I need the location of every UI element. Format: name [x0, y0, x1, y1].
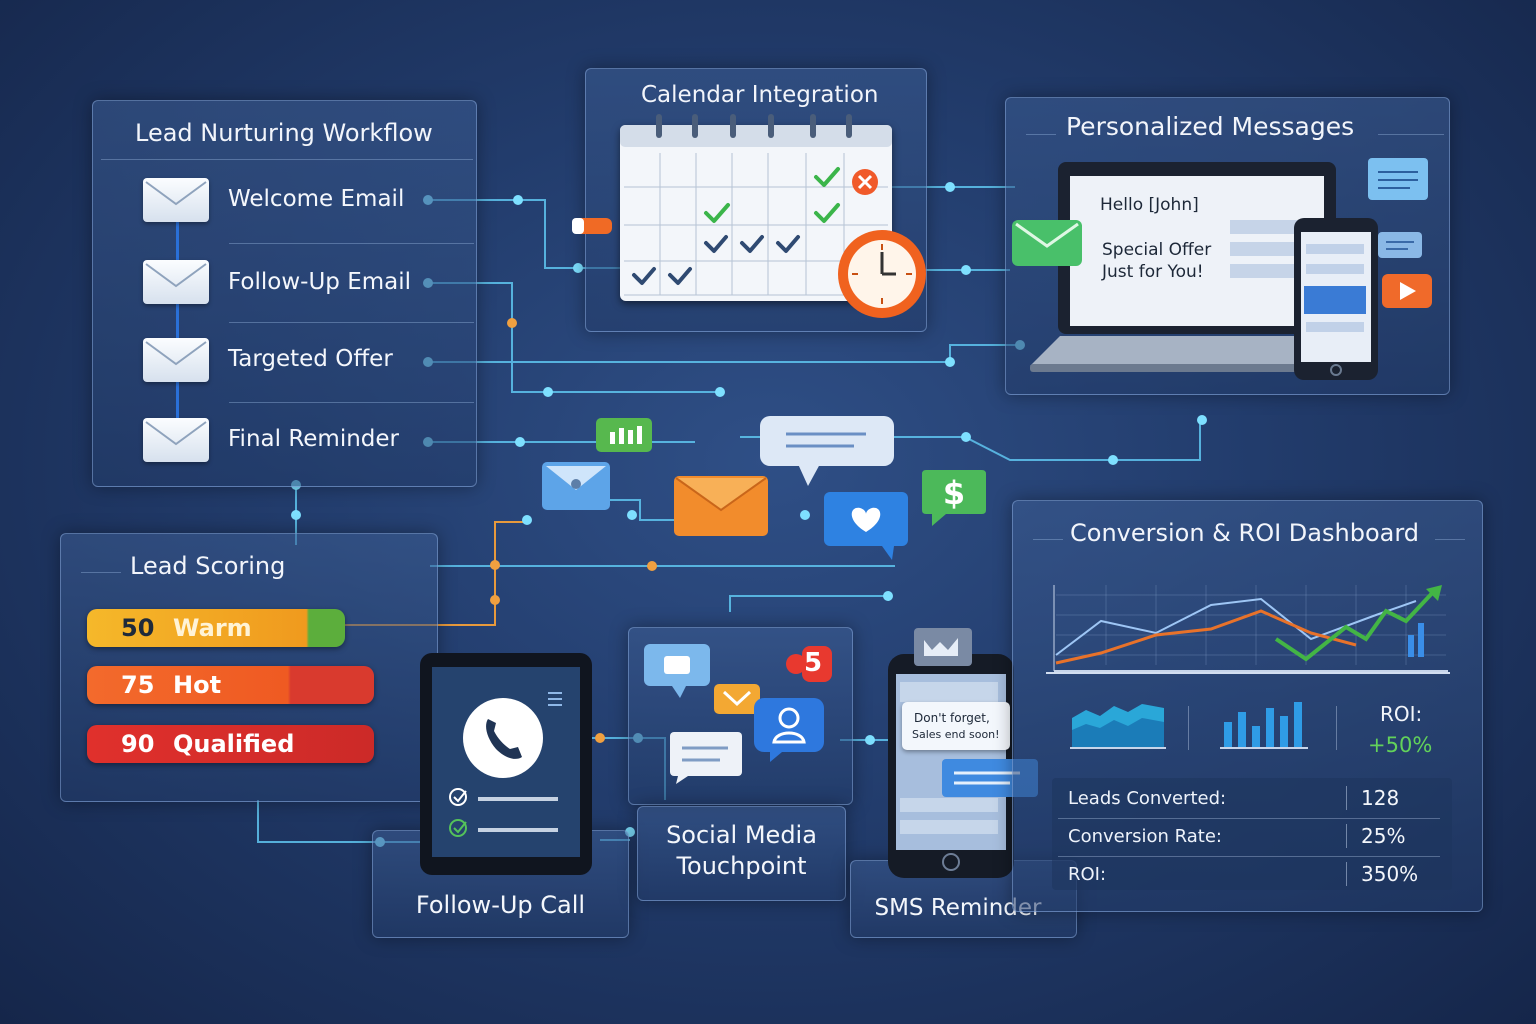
notification-badge-icon — [786, 646, 832, 682]
followup-call-title: Follow-Up Call — [415, 891, 586, 919]
dashboard-title: Conversion & ROI Dashboard — [1070, 519, 1420, 547]
heart-bubble-icon — [824, 492, 908, 560]
metric-conversion-key: Conversion Rate: — [1068, 826, 1222, 847]
social-media-panel: Social Media Touchpoint — [637, 806, 846, 901]
workflow-step-reminder: Final Reminder — [228, 426, 399, 452]
trend-chart-icon — [1053, 585, 1448, 672]
score-bar-qualified: 90 Qualified — [87, 725, 374, 763]
sms-bubble-line1: Don't forget, — [914, 711, 990, 725]
metric-roi-value: 350% — [1361, 862, 1419, 886]
score-bar-hot: 75 Hot — [87, 666, 374, 704]
sms-header-icon — [914, 628, 972, 666]
speech-bubble-icon — [760, 416, 894, 486]
notification-count: 5 — [804, 648, 823, 678]
calendar-rings-icon — [656, 114, 852, 138]
metric-leads-key: Leads Converted: — [1068, 788, 1227, 809]
chart-message-icon — [596, 418, 652, 452]
workflow-title: Lead Nurturing Workflow — [135, 119, 433, 147]
social-envelope-icon — [714, 684, 760, 714]
comment-bubble-icon — [670, 732, 742, 784]
social-title-line2: Touchpoint — [676, 852, 807, 880]
score-bar-warm: 50 Warm — [87, 609, 345, 647]
roi-value: +50% — [1368, 733, 1433, 757]
workflow-step-offer: Targeted Offer — [228, 346, 393, 372]
score-qualified-label: Qualified — [173, 730, 295, 758]
final-reminder-icon — [143, 418, 209, 462]
social-chat-icon — [644, 644, 710, 698]
welcome-email-icon — [143, 178, 209, 222]
orange-envelope-icon — [674, 476, 768, 536]
message-offer-line2: Just for You! — [1102, 262, 1204, 282]
tablet-phone-icon — [420, 653, 592, 875]
metrics-table — [1052, 778, 1452, 890]
chat-bubble-icon — [1368, 158, 1428, 200]
score-warm-label: Warm — [173, 614, 252, 642]
video-message-icon — [1382, 274, 1432, 308]
score-warm-value: 50 — [121, 614, 155, 642]
green-message-icon — [1012, 220, 1082, 266]
metric-leads-value: 128 — [1361, 786, 1400, 810]
calendar-title: Calendar Integration — [641, 82, 879, 108]
workflow-step-welcome: Welcome Email — [228, 186, 405, 212]
workflow-step-followup: Follow-Up Email — [228, 269, 412, 295]
message-greeting: Hello [John] — [1100, 195, 1199, 215]
heart-envelope-icon — [542, 462, 610, 510]
smartphone-icon — [1294, 218, 1378, 380]
roi-label: ROI: — [1380, 702, 1423, 726]
followup-email-icon — [143, 260, 209, 304]
bar-chart-icon — [1220, 702, 1308, 749]
targeted-offer-icon — [143, 338, 209, 382]
score-hot-label: Hot — [173, 671, 222, 699]
laptop-icon — [1030, 162, 1350, 372]
clock-icon — [838, 230, 926, 318]
metric-row-conversion: Conversion Rate: 25% — [1058, 818, 1440, 857]
svg-text:$: $ — [943, 474, 965, 512]
metric-roi-key: ROI: — [1068, 864, 1107, 885]
metric-conversion-value: 25% — [1361, 824, 1406, 848]
personalized-title: Personalized Messages — [1066, 112, 1355, 141]
area-chart-icon — [1070, 704, 1166, 749]
social-title-line1: Social Media — [666, 821, 817, 849]
small-chat-icon — [1378, 232, 1422, 258]
profile-icon — [754, 698, 824, 762]
lead-scoring-title: Lead Scoring — [130, 552, 286, 580]
dollar-bubble-icon: $ — [922, 470, 986, 526]
metric-row-roi: ROI: 350% — [1058, 856, 1440, 894]
sms-bubble-line2: Sales end soon! — [912, 728, 1000, 741]
sms-bubble: Don't forget, Sales end soon! — [902, 702, 1010, 750]
calendar-tab-icon — [572, 218, 612, 234]
metric-row-leads: Leads Converted: 128 — [1058, 780, 1440, 819]
message-offer-line1: Special Offer — [1102, 240, 1212, 260]
score-qualified-value: 90 — [121, 730, 155, 758]
score-hot-value: 75 — [121, 671, 155, 699]
